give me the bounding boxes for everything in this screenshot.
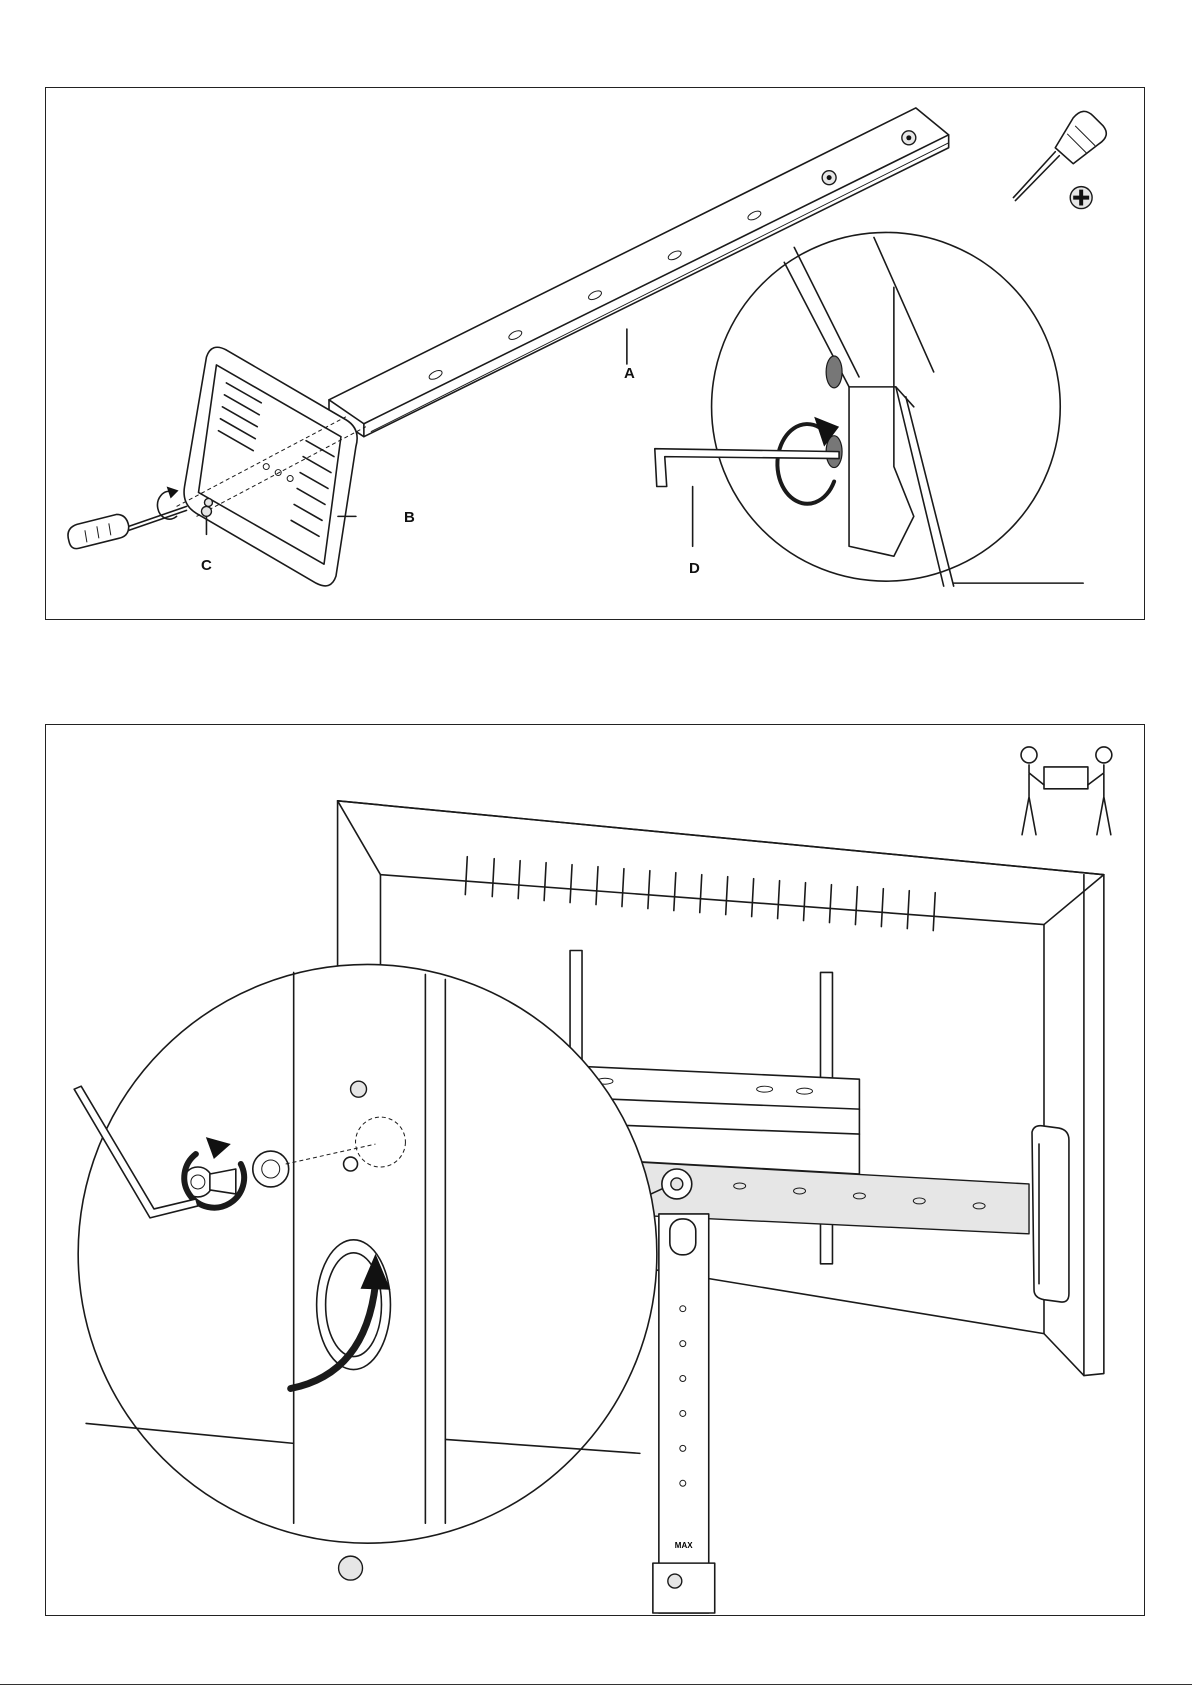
two-person-lift-icon	[1021, 747, 1112, 835]
crossbar-end-plate	[1032, 1126, 1069, 1302]
phillips-screwdriver-icon	[1013, 111, 1106, 200]
bracket-assembly-illustration	[46, 88, 1144, 619]
callout-label-d: D	[689, 561, 700, 576]
column-label-max: MAX	[675, 1541, 693, 1550]
callout-label-c: C	[201, 558, 212, 573]
step-panel-bracket-assembly: A B C D	[45, 87, 1145, 620]
step-panel-mount-to-stand: MAX	[45, 724, 1145, 1616]
zoom-detail-circle	[712, 232, 1084, 586]
phillips-head-icon	[1070, 187, 1092, 209]
callout-label-b: B	[404, 510, 415, 525]
stand-column	[653, 1214, 715, 1613]
zoom-detail-circle	[78, 964, 657, 1580]
callout-label-a: A	[624, 366, 635, 381]
end-plate-part-b	[184, 347, 357, 586]
washer-icon	[253, 1151, 289, 1187]
screwdriver-icon	[68, 506, 187, 548]
mount-to-stand-illustration: MAX	[46, 725, 1144, 1615]
